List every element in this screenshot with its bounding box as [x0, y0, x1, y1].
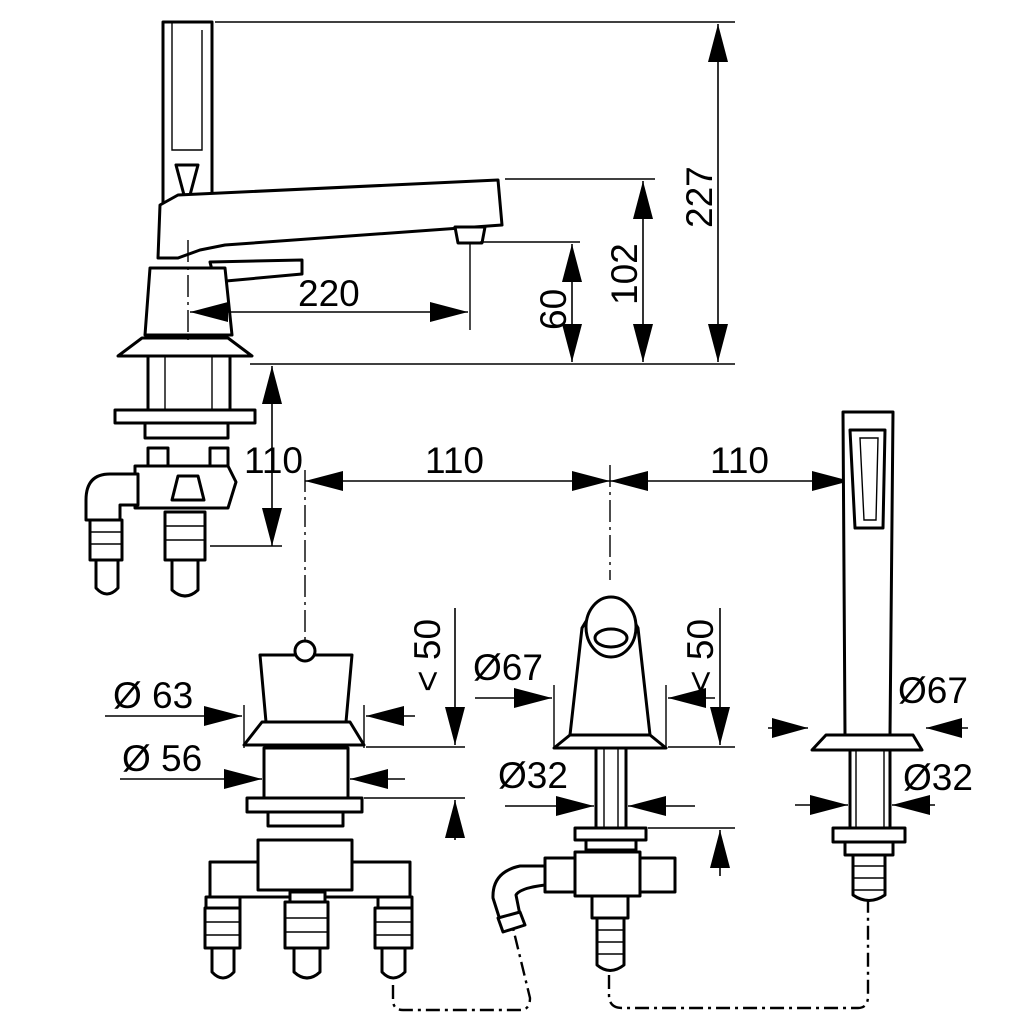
dim-dia-63: Ø 63	[113, 675, 193, 716]
dim-dia-32-right: Ø32	[903, 757, 973, 798]
dim-lt-50-right: < 50	[680, 619, 721, 692]
dim-227: 227	[679, 166, 720, 228]
shower-dimensions: Ø67 Ø32	[768, 670, 973, 815]
height-dimensions: 227 102 60 220 110	[190, 21, 735, 547]
spacing-dimensions: 110 110	[304, 440, 850, 640]
dim-102: 102	[604, 243, 645, 305]
dim-dia-32-center: Ø32	[498, 755, 568, 796]
dim-lt-50-left: < 50	[407, 619, 448, 692]
dim-dia-67-center: Ø67	[473, 647, 543, 688]
mixer-valve-front	[203, 639, 414, 980]
spout-dimensions: Ø67 Ø32 < 50	[473, 608, 735, 876]
dim-dia-67-right: Ø67	[898, 670, 968, 711]
dim-220: 220	[298, 273, 360, 314]
spout-front	[491, 595, 677, 972]
hose-lines	[391, 900, 870, 1012]
dim-110-spacing-1: 110	[425, 440, 484, 481]
valve-dimensions: Ø 63 Ø 56 < 50	[105, 608, 465, 840]
dim-60: 60	[533, 289, 574, 330]
dim-110-vertical: 110	[244, 440, 303, 481]
side-view-mixer	[84, 20, 504, 598]
hand-shower-front	[810, 410, 924, 902]
dim-110-spacing-2: 110	[710, 440, 769, 481]
dim-dia-56: Ø 56	[122, 738, 202, 779]
